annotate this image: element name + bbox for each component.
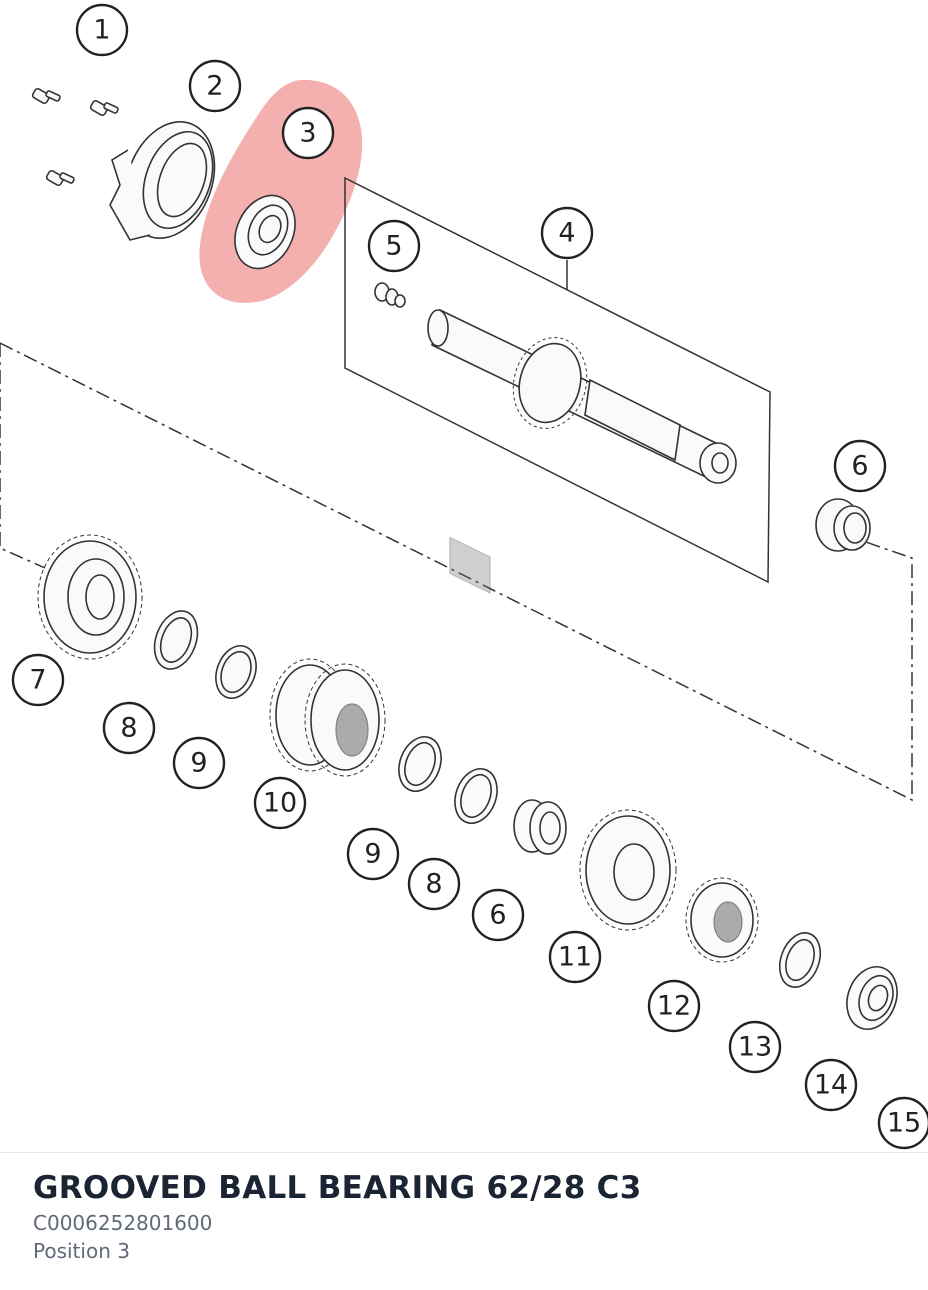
callout-11[interactable]: 11 [548, 930, 602, 984]
callout-8-right-label: 8 [425, 869, 442, 900]
callout-12[interactable]: 12 [647, 979, 701, 1033]
main-shaft [427, 308, 737, 594]
gear-assembly-frame-left [0, 343, 46, 569]
washer-and-bearing-right [778, 932, 898, 1030]
ball-bearing-part-3[interactable] [224, 186, 307, 279]
callout-12-label: 12 [657, 991, 691, 1022]
part-title: GROOVED BALL BEARING 62/28 C3 [33, 1170, 642, 1206]
callout-1-label: 1 [93, 15, 110, 46]
callout-6-top[interactable]: 6 [833, 439, 887, 493]
callout-10-label: 10 [263, 788, 297, 819]
callout-9-left-label: 9 [190, 748, 207, 779]
callout-2-label: 2 [206, 71, 223, 102]
callout-8-left[interactable]: 8 [102, 701, 156, 755]
divider [0, 1152, 928, 1153]
bush-part-6-top [815, 498, 871, 552]
callout-9-right[interactable]: 9 [346, 827, 400, 881]
callout-14[interactable]: 14 [804, 1058, 858, 1112]
callout-15[interactable]: 15 [877, 1096, 928, 1150]
gear-assembly-frame [0, 342, 913, 802]
part-number: C0006252801600 [33, 1211, 213, 1235]
thrust-washers-left [153, 610, 257, 699]
callout-13-label: 13 [738, 1032, 772, 1063]
gear-part-10 [269, 658, 386, 777]
screw-parts [31, 87, 119, 187]
plug-part-5 [374, 282, 406, 308]
gear-part-7 [37, 534, 143, 660]
part-position: Position 3 [33, 1239, 130, 1263]
gear-part-11 [579, 809, 677, 931]
gear-part-12 [685, 877, 759, 963]
callout-4[interactable]: 4 [540, 206, 594, 260]
callout-9-left[interactable]: 9 [172, 736, 226, 790]
callout-13[interactable]: 13 [728, 1020, 782, 1074]
callout-3[interactable]: 3 [281, 106, 335, 160]
callout-6-bottom-label: 6 [489, 900, 506, 931]
callout-5[interactable]: 5 [367, 219, 421, 273]
callout-3-label: 3 [299, 118, 316, 149]
callout-7-label: 7 [29, 665, 46, 696]
callout-7[interactable]: 7 [11, 653, 65, 707]
callout-1[interactable]: 1 [75, 3, 129, 57]
highlight-part-3[interactable] [199, 79, 363, 303]
bearing-retainer [109, 121, 216, 241]
exploded-parts-diagram: 1 2 3 4 5 6 7 8 9 10 9 8 6 11 12 13 14 1… [0, 3, 928, 1150]
callout-6-top-label: 6 [851, 451, 868, 482]
callout-14-label: 14 [814, 1070, 848, 1101]
callout-15-label: 15 [887, 1108, 921, 1139]
callout-4-label: 4 [558, 218, 575, 249]
callout-5-label: 5 [385, 231, 402, 262]
callout-2[interactable]: 2 [188, 59, 242, 113]
callout-11-label: 11 [558, 942, 592, 973]
callout-9-right-label: 9 [364, 839, 381, 870]
thrust-washers-right [398, 736, 567, 855]
callout-8-right[interactable]: 8 [407, 857, 461, 911]
shaft-frame [344, 176, 771, 584]
callout-8-left-label: 8 [120, 713, 137, 744]
callout-6-bottom[interactable]: 6 [471, 888, 525, 942]
part-info-panel: GROOVED BALL BEARING 62/28 C3 C000625280… [33, 1168, 908, 1265]
callout-10[interactable]: 10 [253, 776, 307, 830]
